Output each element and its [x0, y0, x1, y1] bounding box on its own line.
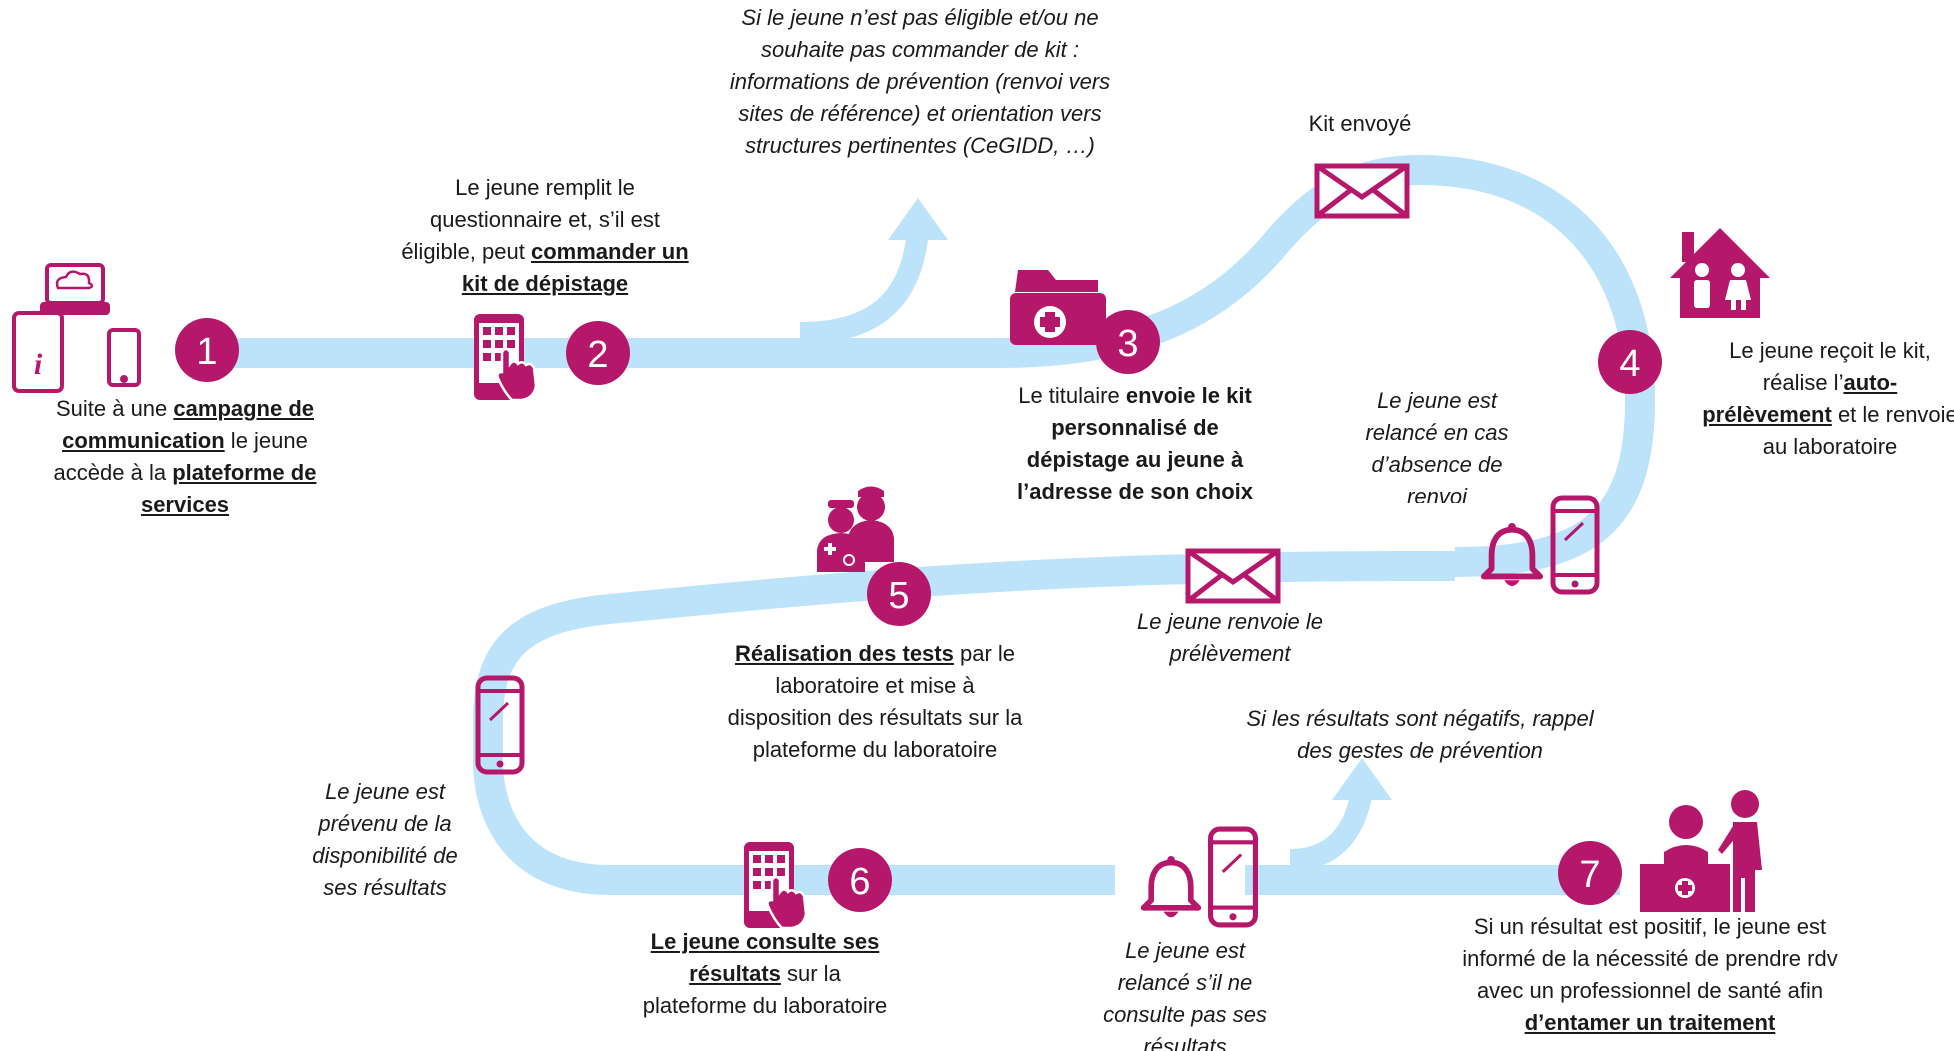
medical-folder-icon: [1010, 270, 1106, 345]
step-5-badge: 5: [867, 562, 931, 626]
svg-text:1: 1: [196, 331, 217, 373]
step-5-description: Réalisation des tests par le laboratoire…: [727, 641, 1023, 762]
svg-text:4: 4: [1619, 343, 1640, 385]
results-available-note: Le jeune est prévenu de la disponibilité…: [312, 779, 458, 900]
return-reminder-note: Le jeune est relancé en cas d’absence de…: [1365, 388, 1509, 503]
doctor-consultation-icon: [1640, 790, 1762, 912]
svg-text:2: 2: [587, 334, 608, 376]
svg-text:5: 5: [888, 575, 909, 617]
sample-returned-label: Le jeune renvoie le prélèvement: [1137, 609, 1323, 666]
svg-text:i: i: [34, 348, 43, 381]
home-family-icon: [1670, 228, 1770, 318]
svg-text:7: 7: [1579, 854, 1600, 896]
branch-arrow-up: [1332, 758, 1392, 800]
not-eligible-note: Si le jeune n’est pas éligible et/ou ne …: [729, 5, 1111, 158]
envelope-icon: [1317, 166, 1407, 216]
step-7-badge: 7: [1558, 841, 1622, 905]
svg-text:3: 3: [1117, 323, 1138, 365]
step-6-description: Le jeune consulte ses résultats sur la p…: [642, 929, 888, 1018]
step-2-description: Le jeune remplit le questionnaire et, s’…: [401, 175, 689, 296]
process-path: [188, 155, 1655, 895]
devices-icon: i: [12, 263, 141, 393]
step-1-badge: 1: [175, 318, 239, 382]
step-4-badge: 4: [1598, 330, 1662, 394]
consult-reminder-note: Le jeune est relancé s’il ne consulte pa…: [1103, 938, 1267, 1051]
step-2-badge: 2: [566, 321, 630, 385]
svg-text:6: 6: [849, 861, 870, 903]
negative-results-note: Si les résultats sont négatifs, rappel d…: [1246, 706, 1594, 763]
branch-arrow-up: [888, 198, 948, 240]
medical-staff-icon: [817, 486, 894, 572]
bell-icon: [1144, 856, 1199, 917]
step-4-description: Le jeune reçoit le kit, réalise l’auto-p…: [1702, 338, 1954, 459]
step-3-description: Le titulaire envoie le kit personnalisé …: [1017, 383, 1253, 504]
envelope-icon: [1188, 551, 1278, 601]
step-3-badge: 3: [1096, 310, 1160, 374]
kit-sent-label: Kit envoyé: [1308, 111, 1412, 136]
step-6-badge: 6: [828, 848, 892, 912]
step-7-description: Si un résultat est positif, le jeune est…: [1462, 914, 1838, 1035]
step-1-description: Suite à une campagne de communication le…: [53, 396, 317, 517]
